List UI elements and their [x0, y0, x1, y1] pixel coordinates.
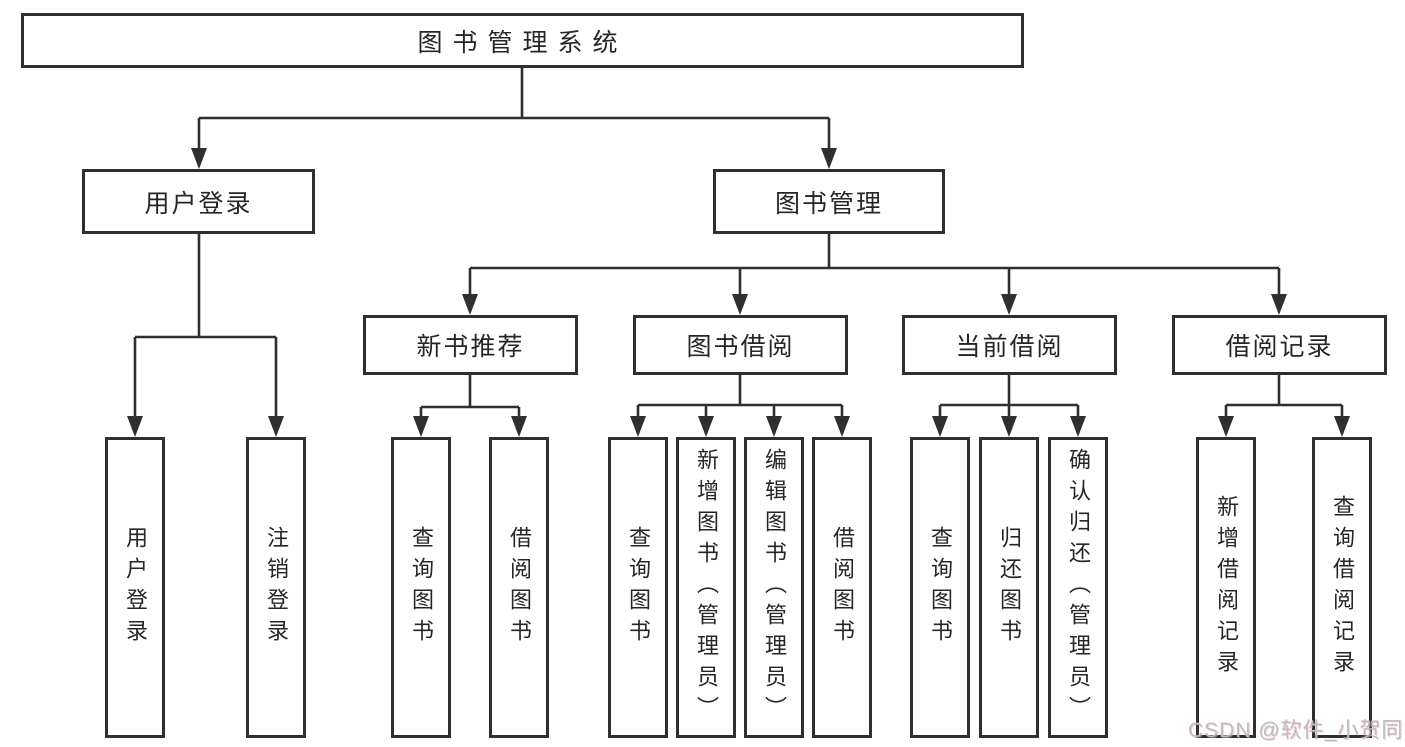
arrow-icon	[630, 416, 646, 437]
node-label: 用户登录	[123, 525, 148, 650]
node-root: 图书管理系统	[21, 13, 1024, 68]
node-current-borrow: 当前借阅	[902, 315, 1117, 375]
connector-root-to-level2	[197, 68, 831, 150]
arrow-icon	[1218, 416, 1234, 437]
connector-userlogin-to-leaves	[133, 234, 278, 418]
node-label: 新书推荐	[416, 333, 525, 361]
node-book-borrow: 图书借阅	[633, 315, 848, 375]
arrow-icon	[821, 148, 837, 169]
arrow-icon	[1271, 294, 1287, 315]
leaf-borrow-book-recommend: 借阅图书	[489, 437, 549, 738]
node-label: 借阅图书	[830, 525, 855, 650]
leaf-add-book-admin: 新增图书（管理员）	[676, 437, 736, 738]
arrow-icon	[1334, 416, 1350, 437]
leaf-return-book: 归还图书	[979, 437, 1039, 738]
node-label: 查询借阅记录	[1330, 494, 1355, 681]
arrow-icon	[268, 416, 284, 437]
connector-bookmgmt-to-level3	[468, 234, 1281, 296]
arrow-icon	[462, 294, 478, 315]
node-borrow-records: 借阅记录	[1172, 315, 1387, 375]
leaf-query-book-current: 查询图书	[910, 437, 970, 738]
node-book-management: 图书管理	[713, 169, 945, 234]
arrow-icon	[413, 416, 429, 437]
arrow-icon	[932, 416, 948, 437]
node-label: 借阅图书	[507, 525, 532, 650]
arrow-icon	[1001, 294, 1017, 315]
leaf-logout: 注销登录	[246, 437, 306, 738]
arrow-icon	[1070, 416, 1086, 437]
node-label: 当前借阅	[955, 333, 1064, 361]
node-label: 图书借阅	[686, 333, 795, 361]
node-label: 查询图书	[626, 525, 651, 650]
node-user-login: 用户登录	[82, 169, 315, 234]
node-label: 编辑图书（管理员）	[762, 448, 787, 727]
leaf-edit-book-admin: 编辑图书（管理员）	[744, 437, 804, 738]
connector-current-to-leaves	[938, 375, 1080, 420]
node-new-book-recommend: 新书推荐	[363, 315, 578, 375]
arrow-icon	[511, 416, 527, 437]
arrow-icon	[834, 416, 850, 437]
arrow-icon	[1001, 416, 1017, 437]
arrow-icon	[127, 416, 143, 437]
connector-recommend-to-leaves	[419, 375, 521, 420]
csdn-watermark: CSDN @软件_小贺同学	[1188, 719, 1405, 742]
arrow-icon	[698, 416, 714, 437]
node-label: 借阅记录	[1225, 333, 1334, 361]
node-label: 新增借阅记录	[1214, 494, 1239, 681]
leaf-query-book-recommend: 查询图书	[391, 437, 451, 738]
arrow-icon	[766, 416, 782, 437]
leaf-confirm-return-admin: 确认归还（管理员）	[1048, 437, 1108, 738]
arrow-icon	[732, 294, 748, 315]
connector-borrow-to-leaves	[636, 375, 844, 420]
arrow-icon	[191, 148, 207, 169]
node-label: 查询图书	[409, 525, 434, 650]
node-label: 归还图书	[997, 525, 1022, 650]
leaf-query-book-borrow: 查询图书	[608, 437, 668, 738]
node-label: 图书管理系统	[417, 28, 628, 57]
leaf-user-login: 用户登录	[105, 437, 165, 738]
node-label: 新增图书（管理员）	[694, 448, 719, 727]
node-label: 查询图书	[928, 525, 953, 650]
node-label: 用户登录	[144, 189, 253, 218]
leaf-add-borrow-record: 新增借阅记录	[1196, 437, 1256, 738]
leaf-query-borrow-record: 查询借阅记录	[1312, 437, 1372, 738]
connector-records-to-leaves	[1224, 375, 1344, 420]
node-label: 确认归还（管理员）	[1066, 448, 1091, 727]
node-label: 图书管理	[774, 189, 883, 218]
arrowheads	[127, 148, 1350, 437]
leaf-borrow-book-borrow: 借阅图书	[812, 437, 872, 738]
node-label: 注销登录	[264, 525, 289, 650]
